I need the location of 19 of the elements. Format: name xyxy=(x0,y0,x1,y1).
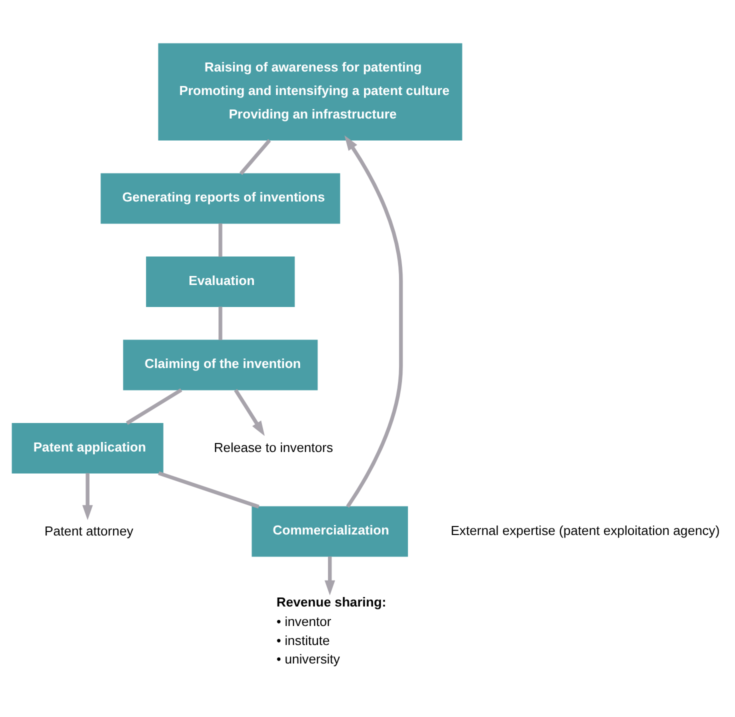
connector xyxy=(218,223,222,257)
connector xyxy=(239,139,271,175)
connector xyxy=(218,306,222,340)
arrow xyxy=(344,135,403,508)
arrow xyxy=(82,473,93,520)
node-text: Patent attorney xyxy=(44,523,134,538)
node-box: Evaluation xyxy=(146,256,295,308)
node-text: Revenue sharing: • inventor • institute • university xyxy=(276,594,386,667)
node-box: Claiming of the invention xyxy=(123,340,318,390)
node-text: Release to inventors xyxy=(214,440,334,456)
arrow xyxy=(234,388,265,436)
node-box: Raising of awareness for patenting Promoting and intensifying a patent culture Providing an infrastructure xyxy=(158,43,462,141)
connector xyxy=(126,388,182,425)
node-box: Commercialization xyxy=(252,506,408,557)
label: External expertise (patent exploitation agency) xyxy=(450,523,720,538)
arrow xyxy=(324,556,336,596)
connector xyxy=(158,471,260,509)
node-box: Generating reports of inventions xyxy=(100,173,340,224)
node-box: Patent application xyxy=(12,423,164,474)
